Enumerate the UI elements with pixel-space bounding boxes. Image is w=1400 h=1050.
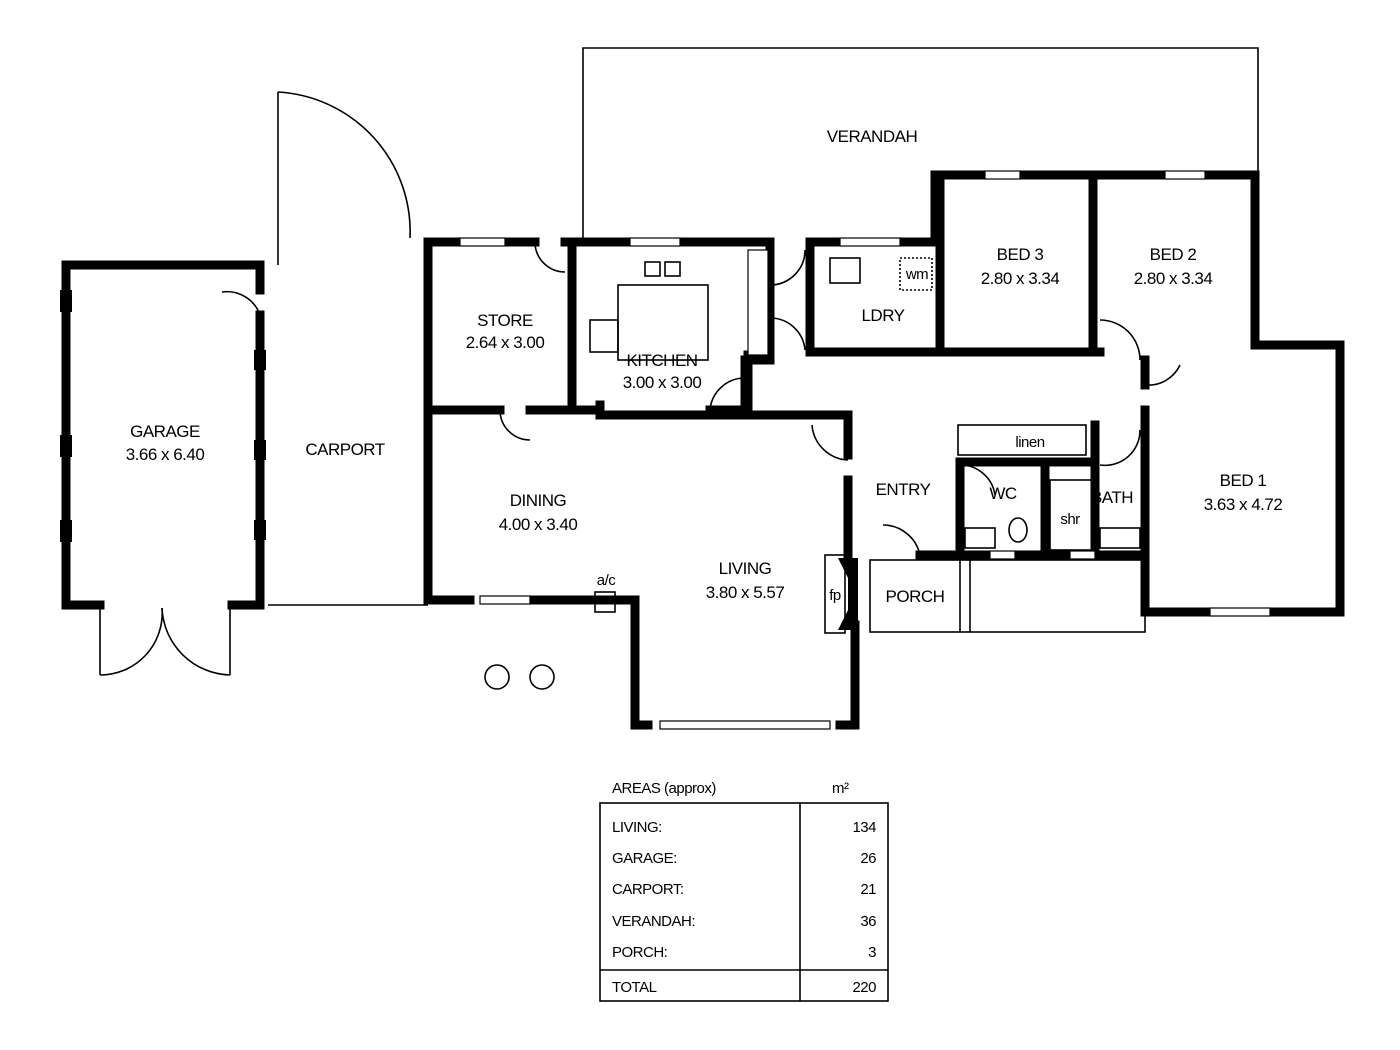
areas-unit: m² xyxy=(832,780,849,797)
garage-walls xyxy=(60,260,266,610)
label-bed2-size: 2.80 x 3.34 xyxy=(1134,269,1213,288)
areas-row-value: 134 xyxy=(852,819,876,836)
label-shower: shr xyxy=(1060,511,1080,528)
label-kitchen-size: 3.00 x 3.00 xyxy=(623,373,702,392)
label-linen: linen xyxy=(1015,434,1044,451)
label-porch: PORCH xyxy=(886,587,945,606)
label-bed3: BED 3 xyxy=(997,245,1044,264)
label-bed3-size: 2.80 x 3.34 xyxy=(981,269,1060,288)
areas-title: AREAS (approx) xyxy=(612,780,716,797)
label-garage-size: 3.66 x 6.40 xyxy=(126,445,205,464)
areas-row: LIVING: 134 xyxy=(612,819,877,836)
house-walls xyxy=(423,170,1345,730)
label-bed1: BED 1 xyxy=(1220,471,1267,490)
areas-row: GARAGE: 26 xyxy=(612,850,877,867)
label-bed2: BED 2 xyxy=(1150,245,1197,264)
label-entry: ENTRY xyxy=(876,480,931,499)
areas-row-value: 21 xyxy=(860,881,876,898)
areas-row-label: CARPORT: xyxy=(612,881,684,898)
areas-row-value: 3 xyxy=(868,944,876,961)
label-store: STORE xyxy=(477,311,533,330)
verandah-outline xyxy=(582,47,1259,240)
areas-row-value: 36 xyxy=(860,913,876,930)
label-washing-machine: wm xyxy=(905,266,928,283)
areas-table: AREAS (approx) m² LIVING: 134 GARAGE: 26… xyxy=(599,780,889,1002)
areas-row-label: LIVING: xyxy=(612,819,662,836)
areas-row-value: 26 xyxy=(860,850,876,867)
label-kitchen: KITCHEN xyxy=(626,351,697,370)
windows xyxy=(459,170,1271,730)
garage-door xyxy=(99,290,261,676)
areas-row-label: PORCH: xyxy=(612,944,667,961)
label-living-size: 3.80 x 5.57 xyxy=(706,583,785,602)
fixtures xyxy=(484,257,1146,690)
areas-row: PORCH: 3 xyxy=(612,944,877,961)
label-fireplace: fp xyxy=(829,587,841,604)
label-living: LIVING xyxy=(719,559,772,578)
areas-row-label: GARAGE: xyxy=(612,850,677,867)
areas-row: CARPORT: 21 xyxy=(612,881,877,898)
areas-total-value: 220 xyxy=(852,979,876,996)
label-garage: GARAGE xyxy=(130,422,200,441)
label-carport: CARPORT xyxy=(305,440,384,459)
label-verandah: VERANDAH xyxy=(827,127,917,146)
areas-row: VERANDAH: 36 xyxy=(612,913,877,930)
label-dining: DINING xyxy=(510,491,567,510)
label-wc: WC xyxy=(989,484,1017,503)
label-aircon: a/c xyxy=(597,572,617,589)
carport-outline xyxy=(268,91,428,606)
label-dining-size: 4.00 x 3.40 xyxy=(499,515,578,534)
doors xyxy=(499,241,1181,556)
areas-total-label: TOTAL xyxy=(612,979,657,996)
areas-row-label: VERANDAH: xyxy=(612,913,695,930)
label-bed1-size: 3.63 x 4.72 xyxy=(1204,495,1283,514)
label-bath: BATH xyxy=(1091,488,1133,507)
label-laundry: LDRY xyxy=(861,306,904,325)
label-store-size: 2.64 x 3.00 xyxy=(466,333,545,352)
